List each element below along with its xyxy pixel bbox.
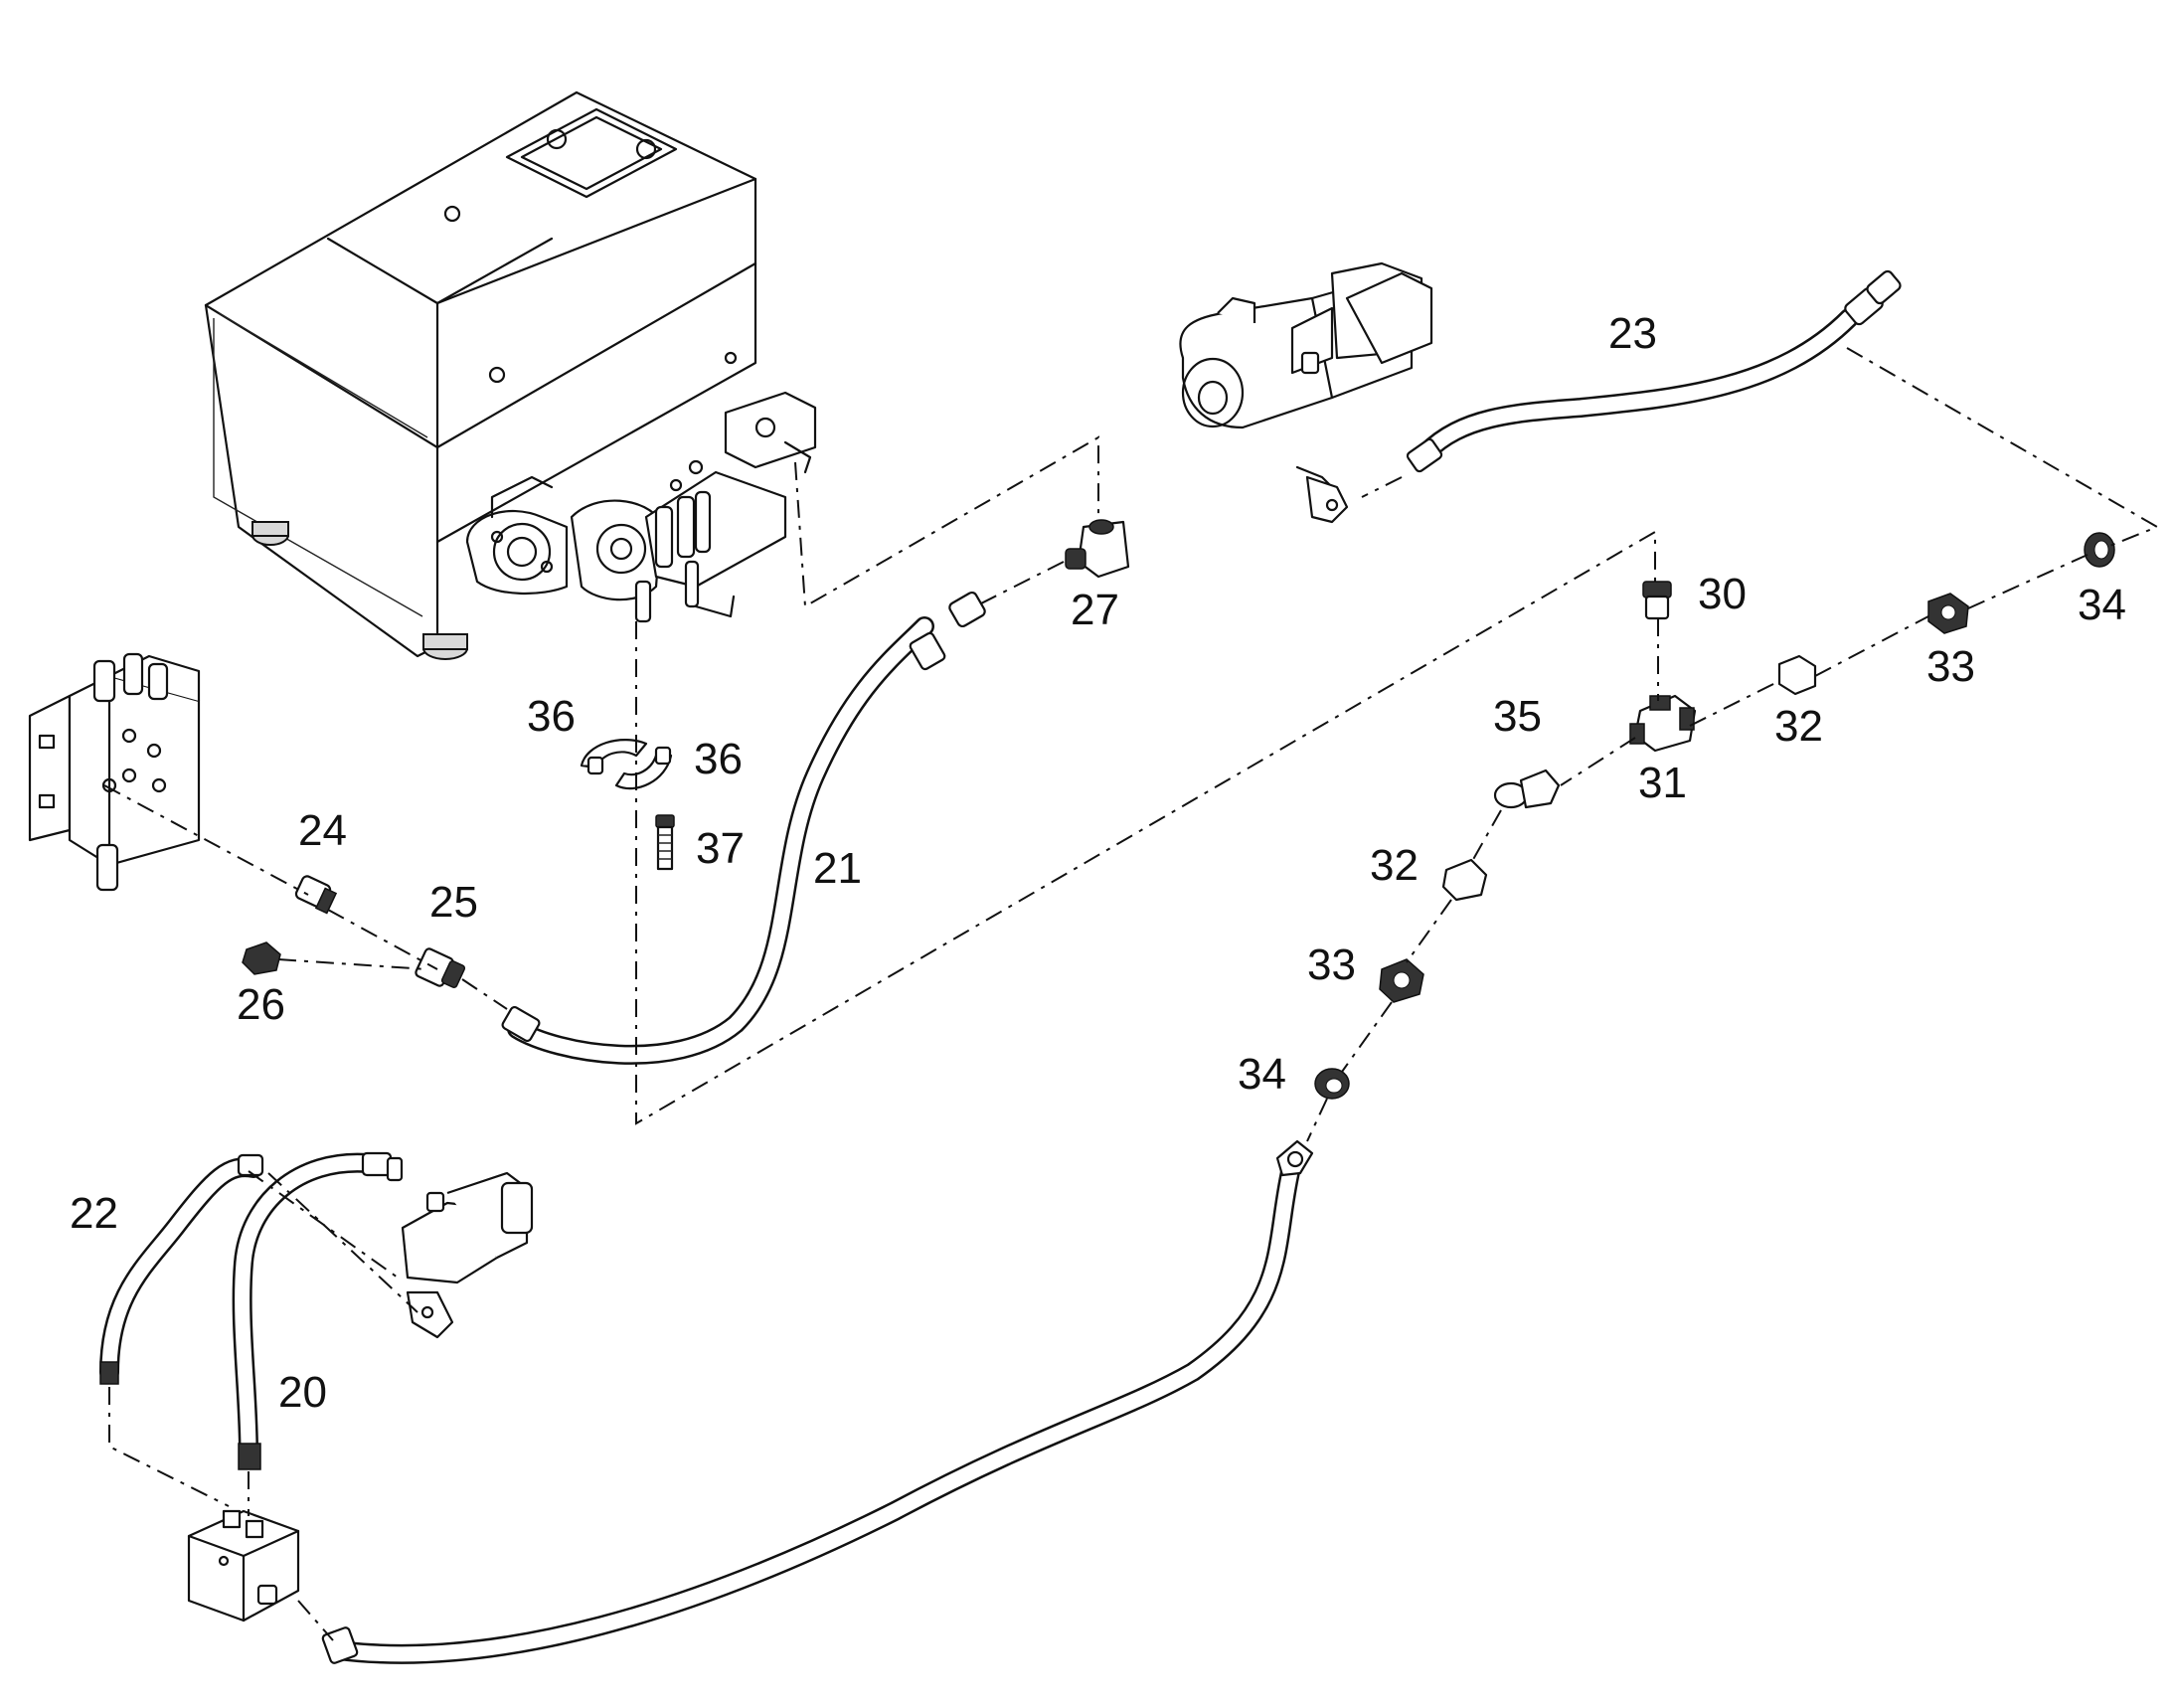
hose-20: [232, 1151, 404, 1470]
callout-24: 24: [298, 806, 347, 855]
elbow-35: [1493, 769, 1561, 809]
callout-31: 31: [1638, 759, 1687, 807]
leader-lines: [103, 347, 2160, 1641]
manifold-block: [187, 1509, 300, 1623]
callout-32-right: 32: [1774, 702, 1823, 751]
callout-25: 25: [429, 878, 478, 927]
callout-23: 23: [1608, 309, 1657, 358]
callout-36-right: 36: [694, 735, 743, 783]
screw-37: [655, 814, 675, 871]
fitting-27: [1065, 519, 1130, 579]
hose-23: [1406, 269, 1902, 473]
callout-22: 22: [70, 1189, 118, 1238]
callout-20: 20: [278, 1368, 327, 1417]
callout-32-left: 32: [1370, 841, 1419, 890]
callout-37: 37: [696, 824, 745, 873]
bracket-clamp-36: [580, 739, 673, 790]
callout-34-right: 34: [2078, 581, 2126, 629]
callout-35: 35: [1493, 692, 1542, 741]
plug-26: [242, 941, 281, 975]
return-hose: [321, 1139, 1314, 1664]
callout-labels: 22 20 21 23 24 25 26 27 30 31 32 32 33 3…: [70, 309, 2126, 1417]
seal-34-right: [2084, 532, 2115, 568]
control-valve-block: [28, 652, 201, 892]
fitting-25: [415, 947, 466, 989]
callout-33-left: 33: [1307, 940, 1356, 989]
callout-36-left: 36: [527, 692, 576, 741]
callout-21: 21: [813, 844, 862, 893]
hose-22: [99, 1153, 264, 1385]
tee-fitting-31: [1629, 694, 1697, 753]
fitting-24: [294, 875, 338, 915]
hydraulic-pump-motor: [1179, 261, 1433, 524]
fitting-30: [1642, 581, 1672, 620]
callout-33-right: 33: [1926, 642, 1975, 691]
seal-34-left: [1314, 1068, 1350, 1100]
nut-32-right: [1777, 654, 1817, 696]
callout-27: 27: [1071, 586, 1119, 634]
callout-34-left: 34: [1238, 1050, 1286, 1099]
hose-21: [501, 591, 986, 1065]
callout-26: 26: [237, 980, 285, 1029]
nut-33-right: [1927, 593, 1969, 634]
callout-30: 30: [1698, 570, 1747, 618]
solenoid-valve: [401, 1171, 534, 1339]
nut-33-left: [1379, 958, 1424, 1003]
nut-32-left: [1441, 858, 1488, 902]
hydraulic-tank-assembly: [204, 90, 817, 660]
